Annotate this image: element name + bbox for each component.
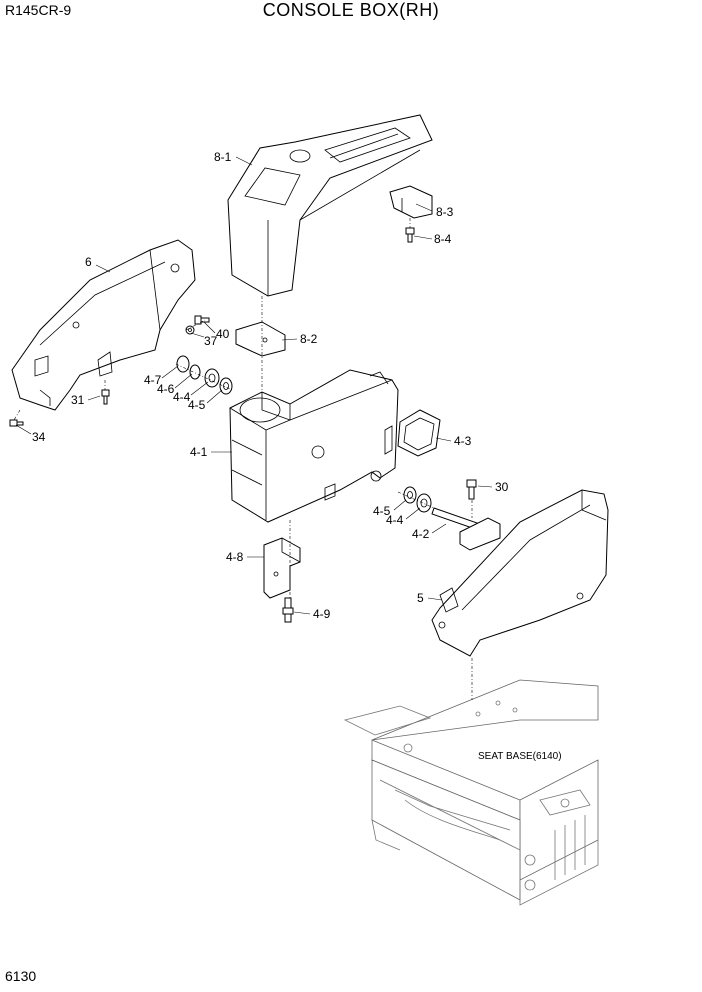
washer-4-4-right: [416, 493, 432, 513]
callout-4-1: 4-1: [190, 445, 208, 459]
washer-4-5: [219, 377, 233, 395]
model-number: R145CR-9: [5, 2, 72, 18]
page-number: 6130: [5, 968, 37, 984]
washer-37: [185, 325, 195, 335]
callout-4-3: 4-3: [454, 434, 472, 448]
callout-37: 37: [204, 334, 218, 348]
callout-4-2: 4-2: [412, 527, 430, 541]
washer-4-5-right: [403, 486, 417, 504]
seat-base-label: SEAT BASE(6140): [478, 751, 562, 762]
leader-lines: [15, 156, 493, 615]
callout-4-6: 4-6: [157, 382, 175, 396]
grommet-4-3: [397, 409, 441, 457]
bolt-34: [9, 419, 24, 427]
bolt-40: [194, 315, 210, 325]
right-side-cover: [431, 489, 609, 657]
callout-4-7: 4-7: [144, 373, 162, 387]
centerline: [397, 491, 435, 509]
centerline: [13, 409, 21, 421]
page-title: CONSOLE BOX(RH): [262, 0, 440, 20]
callout-34: 34: [32, 430, 46, 444]
callout-5: 5: [417, 591, 424, 605]
bushing-4-7: [176, 355, 190, 373]
bolt-4-9: [282, 597, 294, 623]
callout-40: 40: [216, 327, 230, 341]
callout-30: 30: [495, 480, 509, 494]
callout-4-8: 4-8: [226, 550, 244, 564]
upper-console-cover: [227, 114, 433, 297]
seat-base-drawing: [343, 679, 599, 906]
bolt-30: [466, 479, 477, 500]
bracket-8-3: [389, 185, 433, 219]
callout-8-3: 8-3: [436, 205, 454, 219]
callout-8-4: 8-4: [434, 232, 452, 246]
callout-4-5: 4-5: [188, 398, 206, 412]
centerline: [185, 319, 206, 331]
pin-4-2: [431, 507, 501, 551]
console-frame: [229, 369, 399, 523]
bushing-4-6: [189, 364, 201, 380]
bolt-8-4: [405, 227, 415, 243]
callout-4-4: 4-4: [173, 390, 191, 404]
centerline: [175, 363, 233, 391]
bolt-31: [101, 389, 110, 405]
callout-8-2: 8-2: [300, 332, 318, 346]
callout-4-4-right: 4-4: [386, 513, 404, 527]
callout-4-9: 4-9: [313, 607, 331, 621]
washer-4-4: [204, 368, 220, 388]
callout-6: 6: [85, 255, 92, 269]
callout-8-1: 8-1: [214, 150, 232, 164]
callout-4-5-right: 4-5: [373, 504, 391, 518]
callout-31: 31: [71, 393, 85, 407]
bracket-8-2: [235, 321, 286, 357]
left-side-cover: [11, 239, 196, 411]
bracket-4-8: [263, 537, 301, 599]
